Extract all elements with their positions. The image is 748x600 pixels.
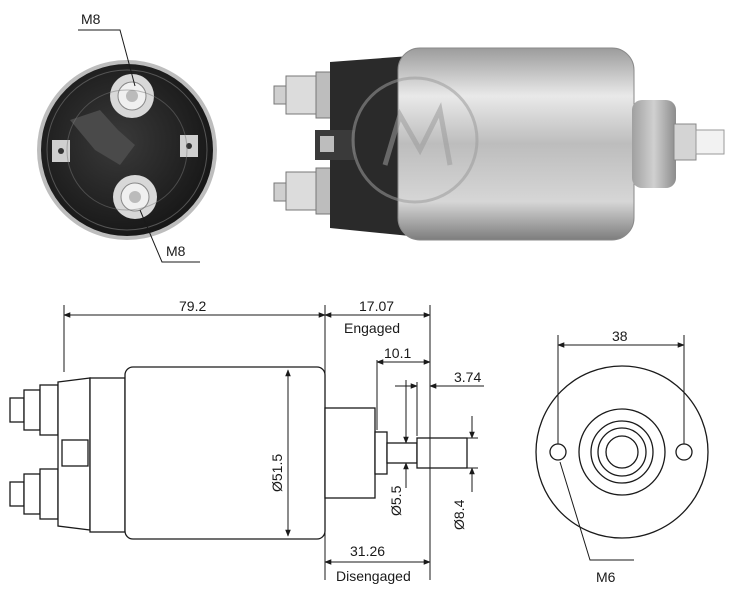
dim-tip-length: 3.74: [454, 369, 481, 385]
dim-plunger-diameter: Ø5.5: [388, 485, 404, 516]
dim-tip-diameter: Ø8.4: [451, 499, 467, 530]
dim-hole-spacing: 38: [612, 328, 628, 344]
dim-disengaged-length: 31.26: [350, 543, 385, 559]
photo-m8-top-label: M8: [81, 11, 101, 27]
photo-end-view: [37, 29, 217, 263]
photo-side-view: [273, 47, 725, 241]
thread-m6-label: M6: [596, 569, 616, 585]
drawing-end-view: [535, 335, 709, 561]
dim-plunger-offset: 10.1: [384, 345, 411, 361]
engaged-caption: Engaged: [344, 320, 400, 336]
dim-overall-length: 79.2: [179, 298, 206, 314]
dim-engaged-length: 17.07: [359, 298, 394, 314]
side-view-dimensions: [63, 305, 484, 580]
disengaged-caption: Disengaged: [336, 568, 411, 584]
dim-body-diameter: Ø51.5: [269, 454, 285, 492]
drawing-side-view: [9, 366, 468, 540]
photo-m8-bottom-label: M8: [166, 243, 186, 259]
